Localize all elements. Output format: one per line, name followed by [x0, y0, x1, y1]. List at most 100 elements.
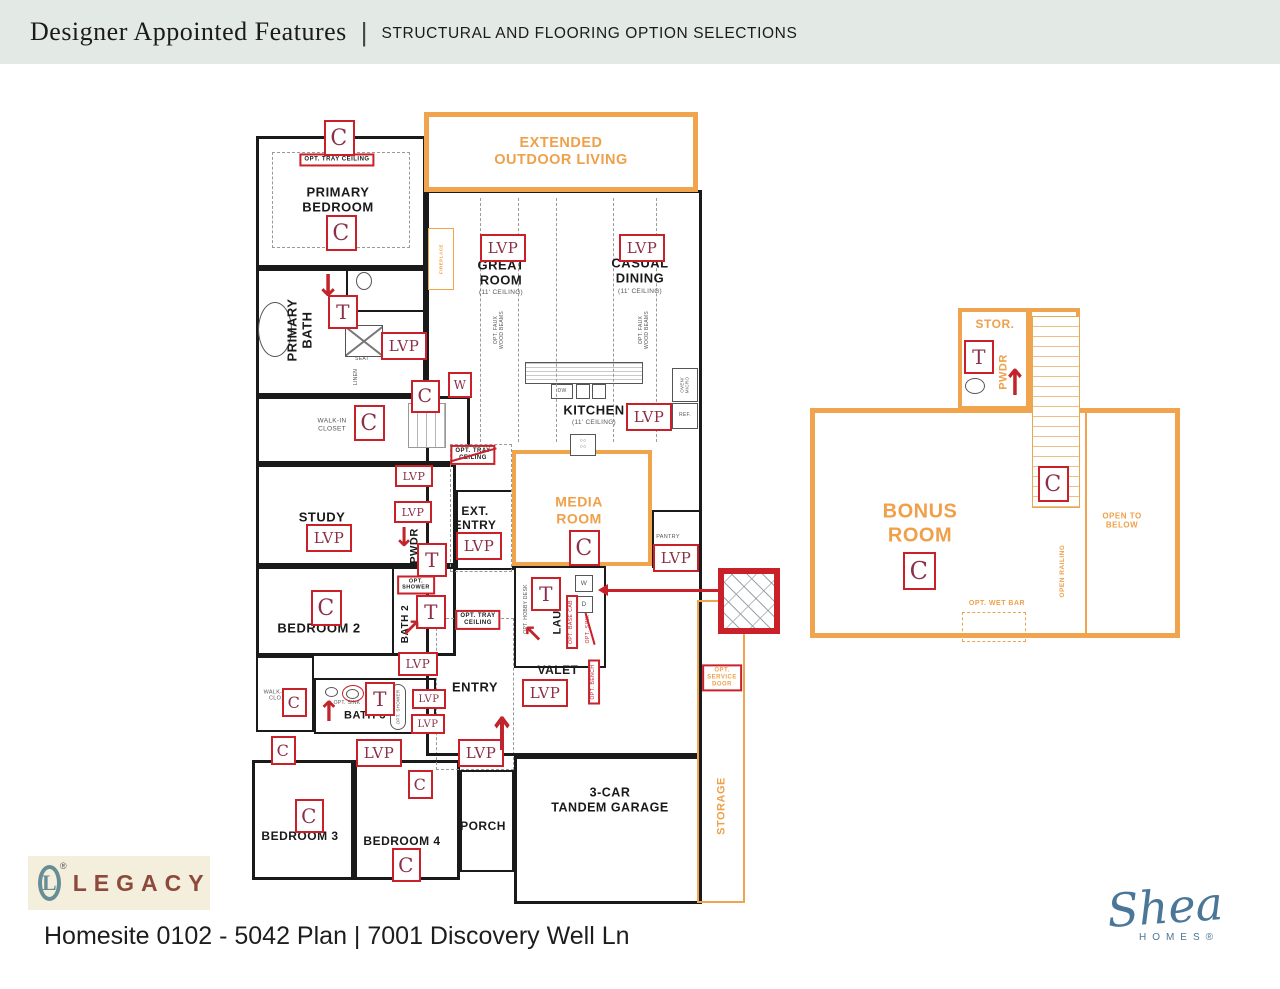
room-label-entry: ENTRY — [451, 679, 499, 695]
opt-tray-ceiling-ext-entry: OPT. TRAY CEILING — [450, 444, 496, 466]
flooring-marker-C: C — [323, 120, 355, 156]
note-refrigerator: REF. — [678, 412, 692, 419]
open-railing-line — [1085, 410, 1087, 638]
bonus-room — [810, 408, 1180, 638]
garage — [514, 756, 702, 904]
flooring-marker-C: C — [353, 405, 385, 441]
note-dishwasher: DW — [557, 388, 567, 395]
room-label-walk-in-clo: WALK-IN CLO. — [263, 689, 289, 702]
flooring-marker-LVP: LVP — [619, 234, 665, 262]
red-arrow: ↓ — [315, 269, 341, 304]
room-label-media-room: MEDIA ROOM — [555, 493, 603, 526]
flooring-marker-C: C — [902, 552, 936, 590]
note-faux-beams-1: OPT. FAUX WOOD BEAMS — [493, 310, 505, 350]
flooring-marker-C: C — [391, 848, 421, 882]
room-label-stor: STOR. — [975, 316, 1015, 331]
ceiling-line-5 — [656, 198, 657, 442]
flooring-marker-LVP: LVP — [653, 544, 699, 572]
ceiling-line-2 — [518, 198, 519, 442]
flooring-marker-LVP: LVP — [411, 714, 445, 734]
red-arrow: ↓ — [393, 523, 415, 553]
flooring-marker-LVP: LVP — [398, 652, 438, 676]
primary-water-closet — [346, 268, 426, 312]
room-label-ext-entry: EXT. ENTRY — [453, 503, 497, 532]
note-seat: SEAT — [355, 356, 369, 363]
extended-outdoor-living — [424, 112, 698, 192]
room-label-bonus-room: BONUS ROOM — [882, 500, 958, 546]
shea-script-wordmark: Shea — [1105, 876, 1225, 938]
flooring-marker-C: C — [281, 687, 307, 717]
page-subtitle: STRUCTURAL AND FLOORING OPTION SELECTION… — [381, 24, 798, 42]
ceiling-note-great-room: (11' CEILING) — [478, 289, 524, 297]
storage-bay — [697, 600, 745, 903]
flooring-marker-LVP: LVP — [395, 465, 433, 487]
note-opt-sink-bath3: OPT. SINK — [333, 700, 361, 707]
kitchen-sink-1 — [576, 384, 590, 399]
legacy-monogram: L — [42, 870, 57, 895]
flooring-marker-LVP: LVP — [456, 532, 502, 560]
note-cooktop: ○○ ○○ — [579, 438, 587, 450]
flooring-marker-C: C — [325, 215, 357, 251]
washer — [575, 575, 593, 592]
walk-in-closet — [256, 396, 470, 464]
refrigerator — [672, 403, 698, 429]
primary-tub — [258, 302, 292, 357]
opt-service-door: OPT. SERVICE DOOR — [702, 664, 742, 692]
fireplace — [428, 228, 454, 290]
flooring-marker-LVP: LVP — [626, 403, 672, 431]
tile-pointer-line — [598, 584, 718, 595]
flooring-marker-LVP: LVP — [381, 332, 427, 360]
kitchen-sink-2 — [592, 384, 606, 399]
opt-base-cab: OPT. BASE CAB — [566, 594, 578, 650]
ceiling-line-3 — [556, 198, 557, 442]
room-label-walk-in-closet: WALK-IN CLOSET — [317, 417, 347, 432]
red-arrow: ↑ — [317, 695, 341, 728]
cooktop — [570, 434, 596, 456]
room-label-study: STUDY — [298, 509, 346, 525]
room-label-primary-bedroom: PRIMARY BEDROOM — [302, 184, 374, 215]
primary-shower — [345, 325, 383, 357]
shea-homes-sub: HOMES® — [1138, 932, 1220, 943]
flooring-marker-LVP: LVP — [480, 234, 526, 262]
primary-toilet — [356, 272, 372, 290]
note-open-to-below: OPEN TO BELOW — [1102, 511, 1142, 530]
flooring-marker-T: T — [365, 682, 395, 716]
flooring-marker-LVP: LVP — [412, 689, 446, 709]
ceiling-note-kitchen: (11' CEILING) — [571, 419, 617, 427]
note-open-railing: OPEN RAILING — [1059, 544, 1067, 598]
red-arrow: ↑ — [487, 708, 517, 762]
note-oven-micro: OVEN/ MICRO — [679, 376, 690, 394]
flooring-marker-C: C — [407, 769, 433, 799]
flooring-marker-C: C — [294, 799, 324, 833]
shea-homes-logo: Shea HOMES® — [1085, 876, 1245, 943]
opt-tray-ceiling-entry: OPT. TRAY CEILING — [455, 609, 501, 631]
opt-bench: OPT. BENCH — [588, 659, 600, 705]
note-opt-wet-bar: OPT. WET BAR — [968, 599, 1026, 607]
oven-micro — [672, 368, 698, 402]
bath3-sink-1 — [325, 687, 338, 697]
note-faux-beams-2: OPT. FAUX WOOD BEAMS — [638, 310, 650, 350]
flooring-marker-T: T — [328, 295, 358, 329]
flooring-marker-C: C — [310, 590, 342, 626]
opt-sink-highlight — [342, 685, 364, 702]
bedroom-3 — [252, 760, 354, 880]
room-label-extended-outdoor-living: EXTENDED OUTDOOR LIVING — [494, 134, 628, 168]
study — [256, 464, 456, 566]
closet-2 — [256, 656, 314, 732]
room-label-great-room: GREAT ROOM — [477, 257, 525, 288]
flooring-marker-LVP: LVP — [458, 739, 504, 767]
flooring-marker-LVP: LVP — [356, 739, 402, 767]
pwdr2-sink — [965, 378, 985, 394]
note-fireplace: FIREPLACE — [438, 243, 444, 275]
flooring-marker-LVP: LVP — [306, 524, 352, 552]
legacy-logo: L ® LEGACY — [28, 856, 210, 910]
note-opt-shower-bath3: OPT. SHOWER — [395, 689, 401, 725]
room-label-kitchen: KITCHEN — [563, 402, 625, 418]
flooring-marker-W: W — [448, 372, 472, 398]
legacy-circle-mark: L ® — [38, 861, 67, 901]
opt-shower-bath2: OPT. SHOWER — [397, 575, 435, 595]
legacy-wordmark: LEGACY — [72, 869, 211, 896]
room-label-bedroom-4: BEDROOM 4 — [363, 833, 441, 848]
homesite-caption: Homesite 0102 - 5042 Plan | 7001 Discove… — [44, 922, 630, 950]
registered-mark-icon: ® — [60, 861, 67, 871]
